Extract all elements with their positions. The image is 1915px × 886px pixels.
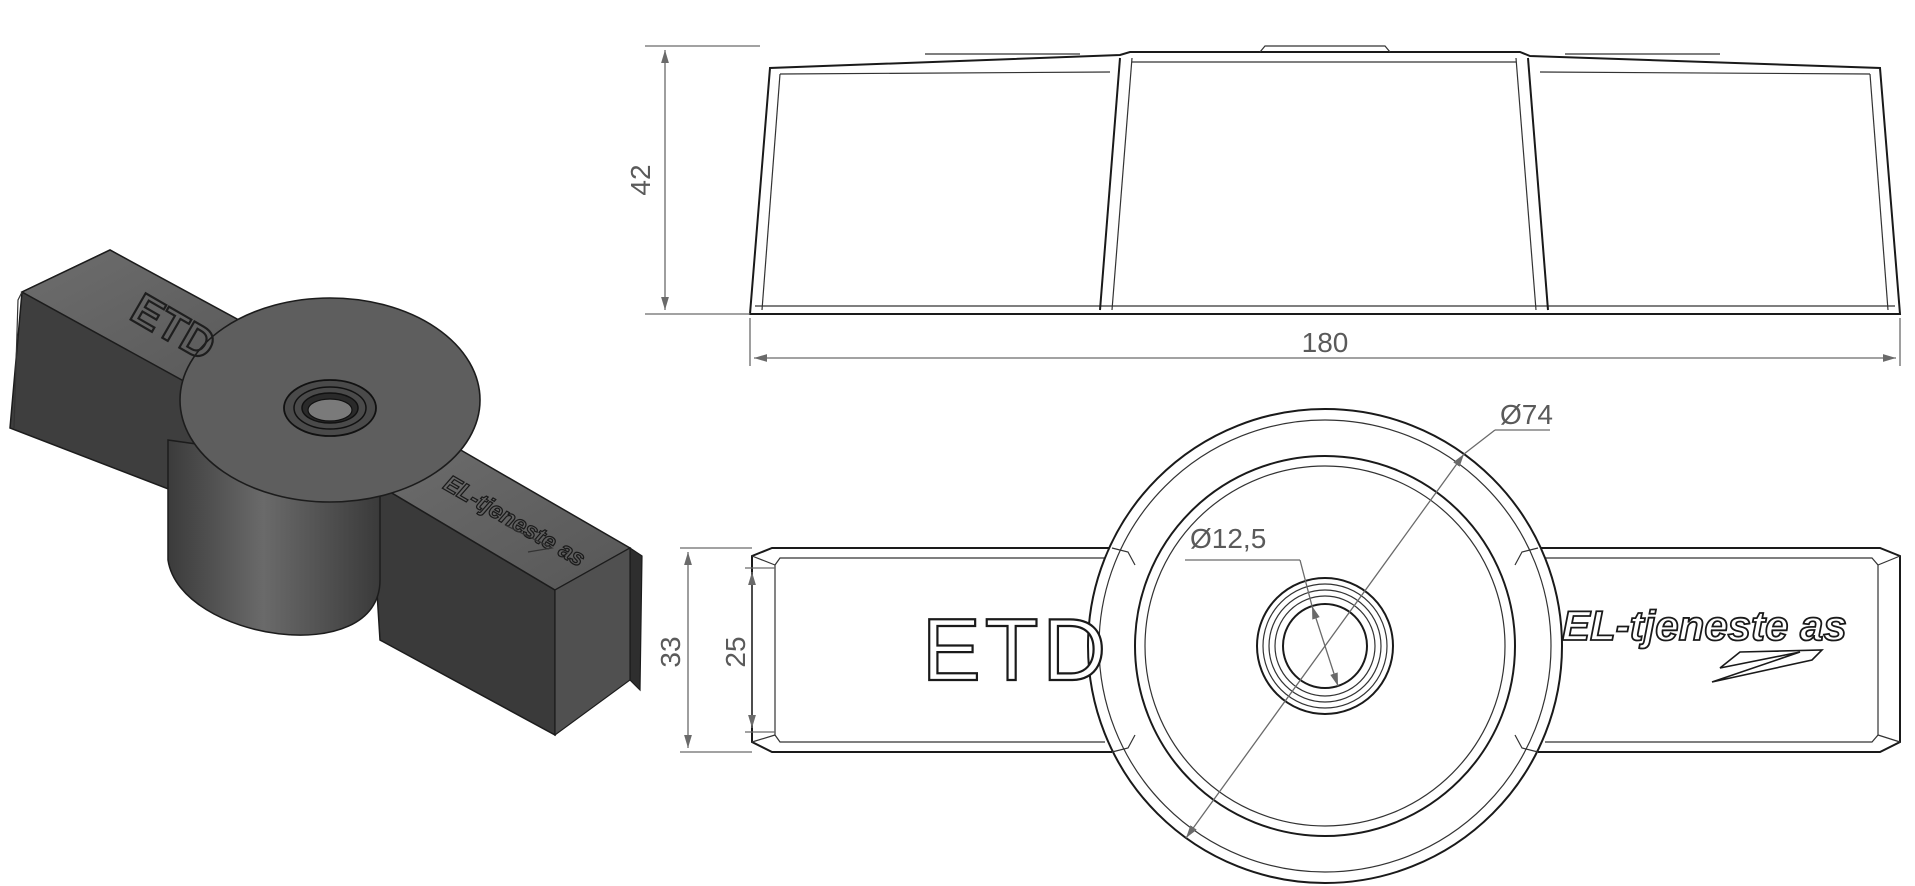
iso-right-arm-lip xyxy=(629,546,643,692)
top-view: Ø74 Ø12,5 ETD EL-tjeneste as 33 25 xyxy=(655,399,1901,884)
iso-right-arm-inner xyxy=(554,546,631,737)
etd-marking: ETD xyxy=(922,600,1110,699)
hub-diameter-dimension: Ø74 xyxy=(1500,399,1553,430)
height-dimension: 42 xyxy=(625,164,656,195)
front-view: 42 180 xyxy=(625,45,1902,366)
hole-diameter-dimension: Ø12,5 xyxy=(1190,523,1266,554)
length-dimension: 180 xyxy=(1302,327,1349,358)
inner-width-dimension: 25 xyxy=(720,636,751,667)
isometric-view: ETD EL-tjeneste as xyxy=(9,249,643,737)
logo-marking: EL-tjeneste as xyxy=(1562,602,1847,649)
logo-bolt-icon xyxy=(1711,649,1824,683)
outer-width-dimension: 33 xyxy=(655,636,686,667)
iso-logo-bolt-icon xyxy=(504,524,554,553)
